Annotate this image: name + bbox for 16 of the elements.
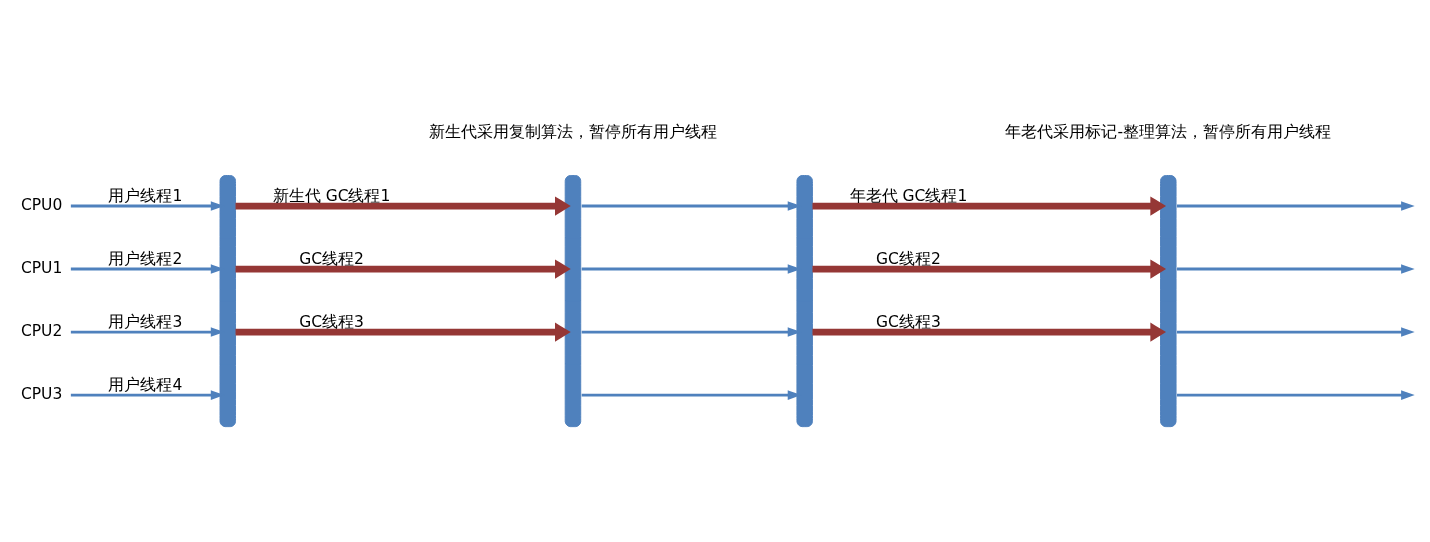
edge-label: 用户线程4 [108,375,183,394]
edge-label: 年老代 GC线程1 [849,186,968,205]
edge-label: 新生代 GC线程1 [272,186,391,205]
node-text: CPU0 [20,195,63,214]
edge-label: 用户线程2 [108,249,183,268]
edge-label: GC线程2 [299,249,364,268]
edge-label: 用户线程3 [108,312,183,331]
edge-label: GC线程2 [876,249,941,268]
label: 年老代采用标记-整理算法，暂停所有用户线程 [1005,122,1332,141]
node-text: CPU3 [20,384,63,403]
edge-label: 用户线程1 [108,186,183,205]
edge-label: GC线程3 [299,312,364,331]
node-text: CPU1 [20,258,63,277]
edge-label: GC线程3 [876,312,941,331]
label: 新生代采用复制算法，暂停所有用户线程 [428,122,717,141]
node-text: CPU2 [20,321,63,340]
